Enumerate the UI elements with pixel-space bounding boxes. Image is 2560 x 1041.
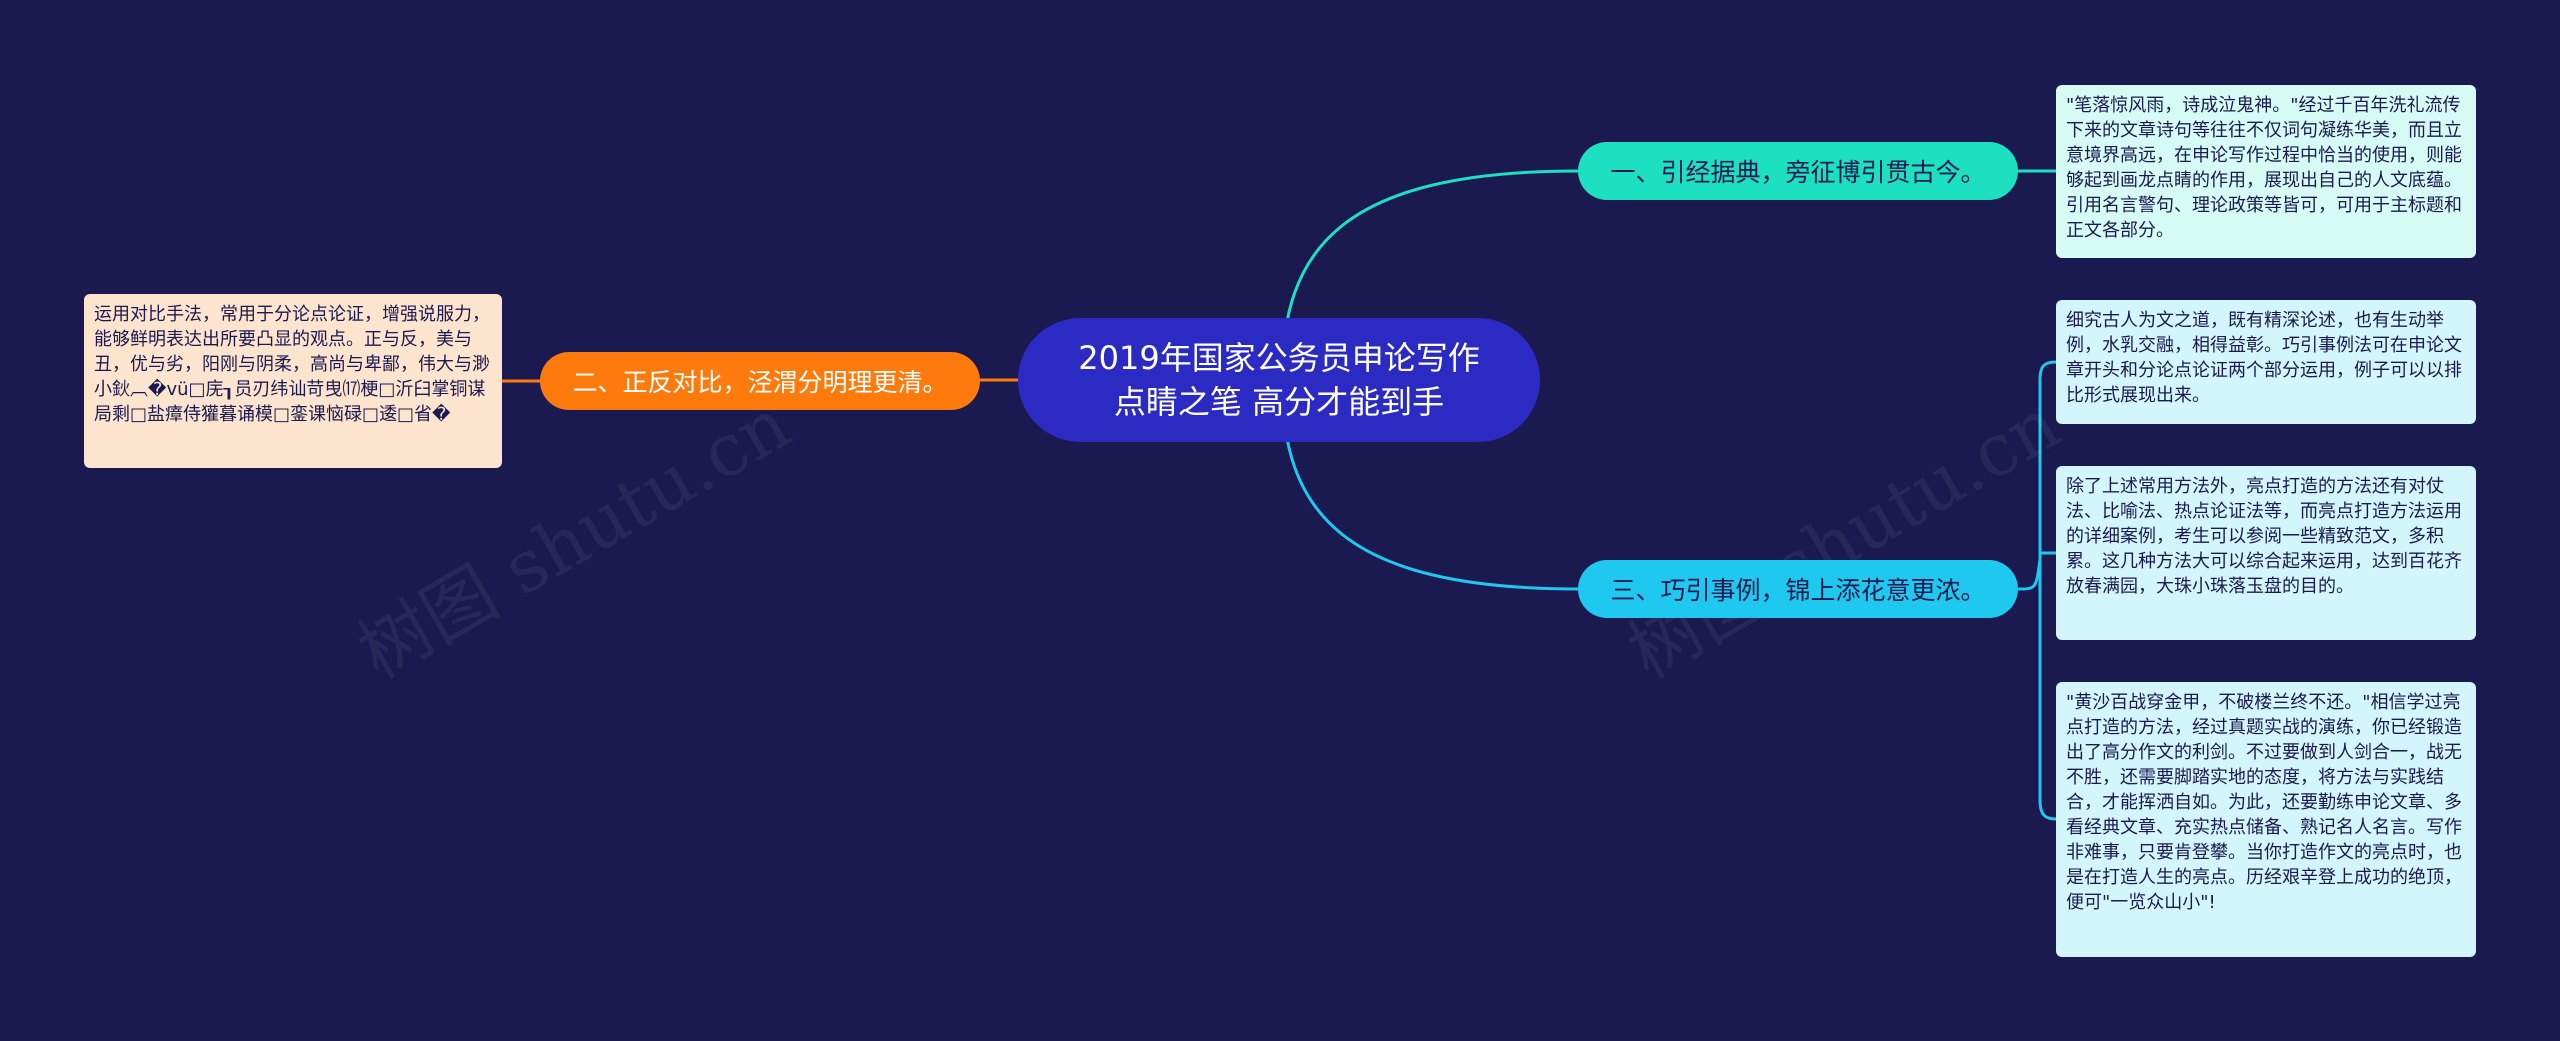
leaf-note-example-2[interactable]: 除了上述常用方法外，亮点打造的方法还有对仗法、比喻法、热点论证法等，而亮点打造方… — [2056, 466, 2476, 640]
branch-label: 二、正反对比，泾渭分明理更清。 — [572, 368, 948, 397]
leaf-text: "笔落惊风雨，诗成泣鬼神。"经过千百年洗礼流传下来的文章诗句等往往不仅词句凝练华… — [2066, 95, 2462, 241]
branch-label: 三、巧引事例，锦上添花意更浓。 — [1610, 576, 1986, 605]
root-title: 2019年国家公务员申论写作点睛之笔 高分才能到手 — [1078, 339, 1480, 421]
branch-label: 一、引经据典，旁征博引贯古今。 — [1610, 158, 1986, 187]
leaf-note-contrast[interactable]: 运用对比手法，常用于分论点论证，增强说服力，能够鲜明表达出所要凸显的观点。正与反… — [84, 294, 502, 468]
connector-branch3-to-leaves — [2017, 360, 2057, 821]
branch-node-contrast[interactable]: 二、正反对比，泾渭分明理更清。 — [540, 352, 980, 410]
leaf-text: "黄沙百战穿金甲，不破楼兰终不还。"相信学过亮点打造的方法，经过真题实战的演练，… — [2066, 692, 2462, 913]
leaf-note-quote[interactable]: "笔落惊风雨，诗成泣鬼神。"经过千百年洗礼流传下来的文章诗句等往往不仅词句凝练华… — [2056, 85, 2476, 258]
leaf-text: 细究古人为文之道，既有精深论述，也有生动举例，水乳交融，相得益彰。巧引事例法可在… — [2066, 310, 2462, 406]
leaf-note-example-1[interactable]: 细究古人为文之道，既有精深论述，也有生动举例，水乳交融，相得益彰。巧引事例法可在… — [2056, 300, 2476, 424]
root-node[interactable]: 2019年国家公务员申论写作点睛之笔 高分才能到手 — [1018, 318, 1540, 442]
leaf-text: 除了上述常用方法外，亮点打造的方法还有对仗法、比喻法、热点论证法等，而亮点打造方… — [2066, 476, 2462, 597]
branch-node-example[interactable]: 三、巧引事例，锦上添花意更浓。 — [1578, 560, 2018, 618]
leaf-text: 运用对比手法，常用于分论点论证，增强说服力，能够鲜明表达出所要凸显的观点。正与反… — [94, 304, 490, 425]
leaf-note-example-3[interactable]: "黄沙百战穿金甲，不破楼兰终不还。"相信学过亮点打造的方法，经过真题实战的演练，… — [2056, 682, 2476, 957]
branch-node-quote[interactable]: 一、引经据典，旁征博引贯古今。 — [1578, 142, 2018, 200]
